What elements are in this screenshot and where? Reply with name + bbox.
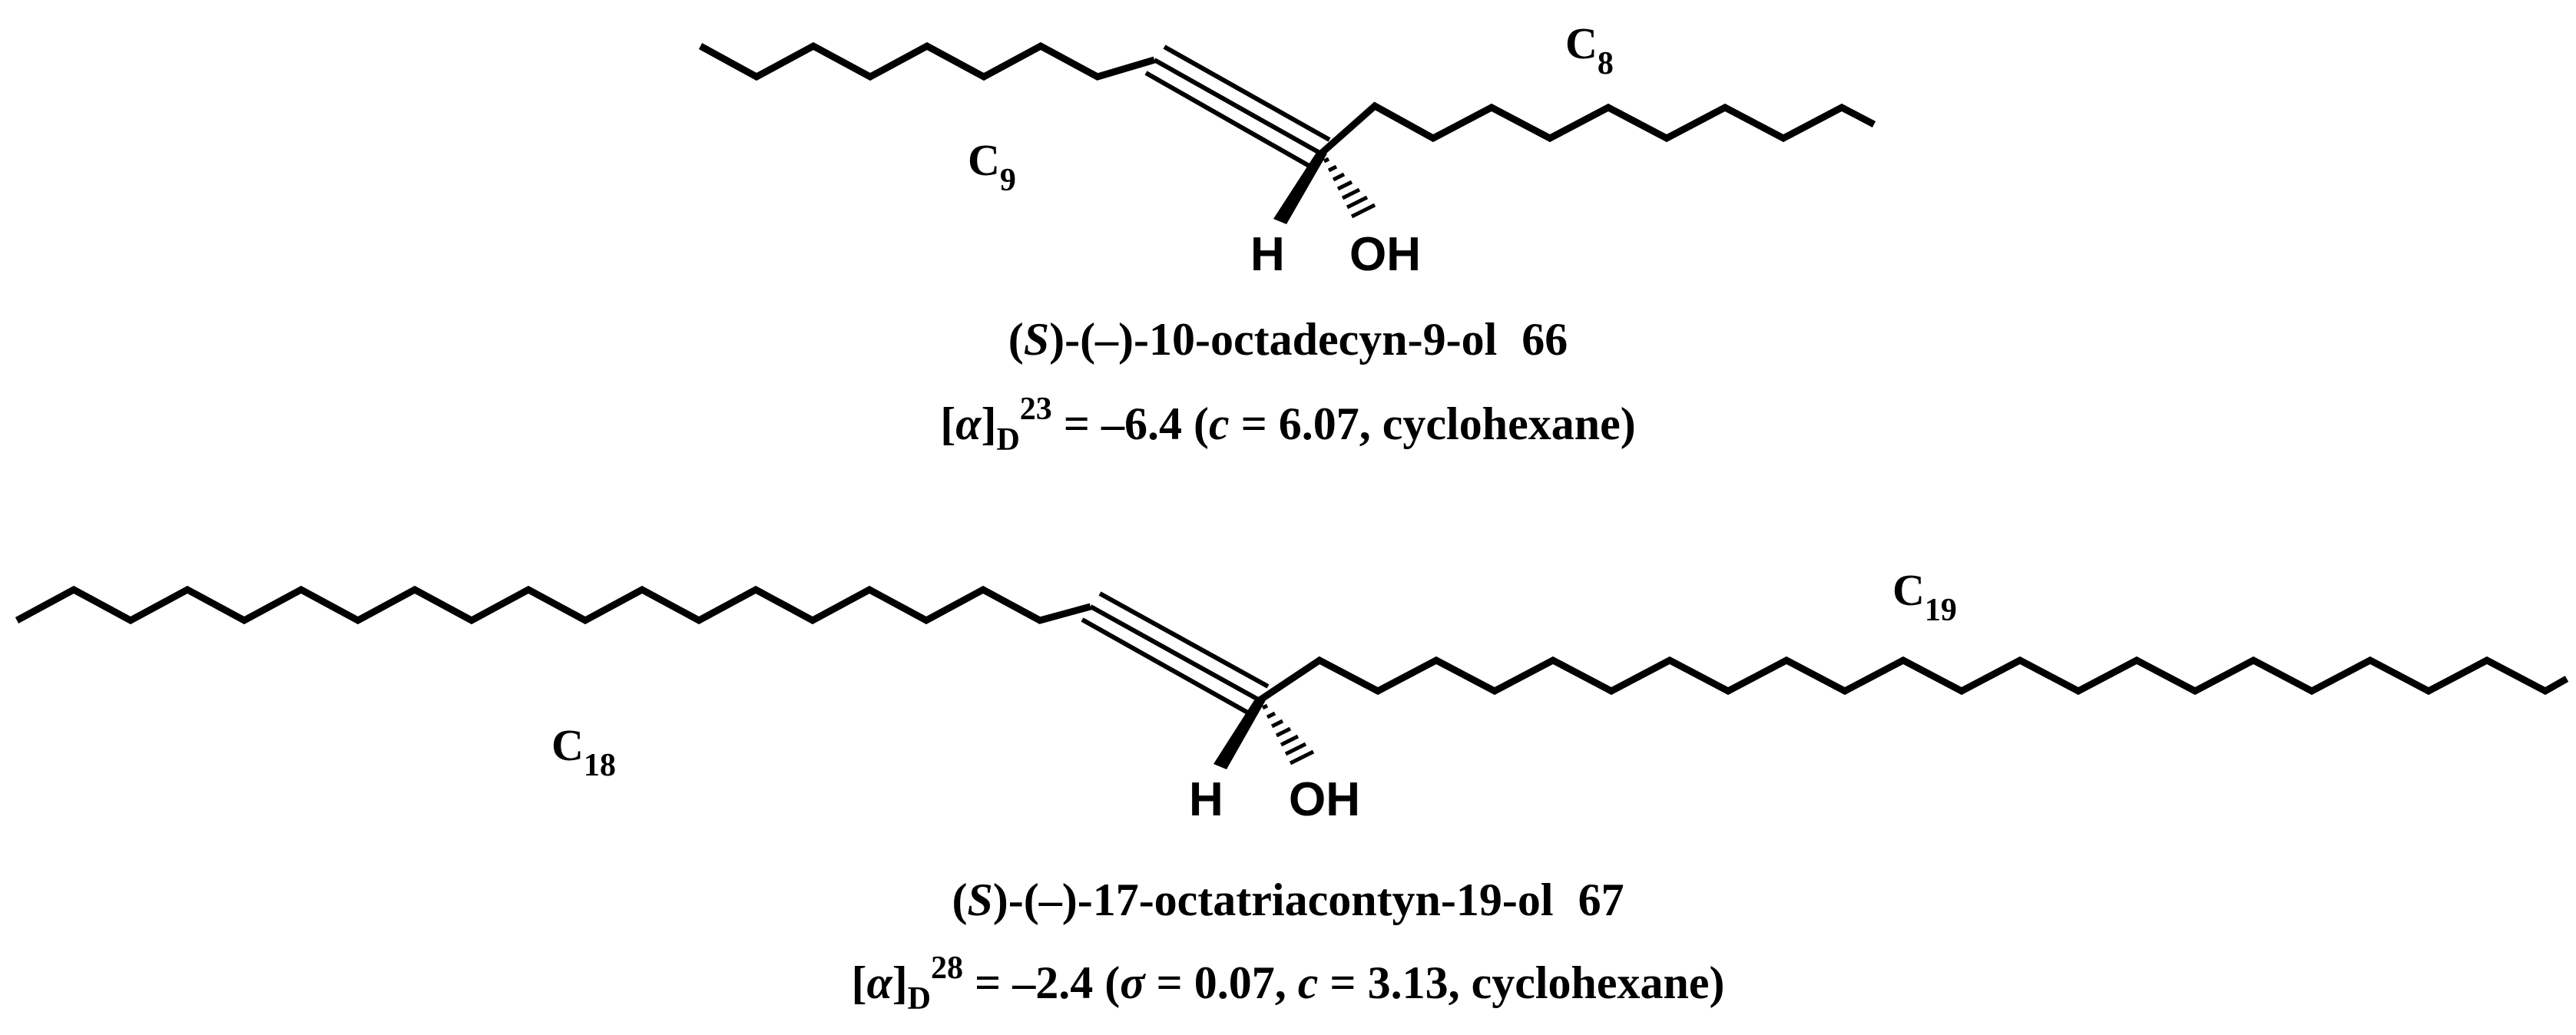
compound-66-optical-rotation: [α]D23 = –6.4 (c = 6.07, cyclohexane) xyxy=(940,392,1635,458)
compound-66-h-label: H xyxy=(1250,228,1285,281)
compound-66-c8-label: C8 xyxy=(1565,18,1614,81)
compound-66-triple-bond xyxy=(1144,45,1331,170)
compound-66-right-chain-bond xyxy=(1319,101,1876,157)
compound-67-triple-bond xyxy=(1081,591,1270,716)
compound-66-hashed-bond-oh xyxy=(1323,157,1376,219)
compound-66-wedge-bond-h xyxy=(1273,154,1327,224)
compound-67-structure: H OH C18 C19 xyxy=(15,565,2569,826)
compound-67-c18-label: C18 xyxy=(551,720,616,783)
compound-67-right-chain-bond xyxy=(1257,656,2569,703)
compound-67-optical-rotation: [α]D28 = –2.4 (σ = 0.07, c = 3.13, cyclo… xyxy=(852,951,1725,1017)
compound-67-hashed-bond-oh xyxy=(1261,703,1315,766)
compound-67-left-chain-bond xyxy=(15,585,1092,625)
compound-66-c9-label: C9 xyxy=(968,135,1016,198)
compound-67-c19-label: C19 xyxy=(1892,565,1957,628)
compound-67-wedge-bond-h xyxy=(1214,700,1266,769)
compound-66-oh-label: OH xyxy=(1349,228,1421,281)
compound-66-left-chain-bond xyxy=(698,41,1156,81)
compound-67-oh-label: OH xyxy=(1289,773,1360,826)
compound-67-h-label: H xyxy=(1189,773,1223,826)
compound-66-structure: H OH C9 C8 xyxy=(698,18,1876,281)
